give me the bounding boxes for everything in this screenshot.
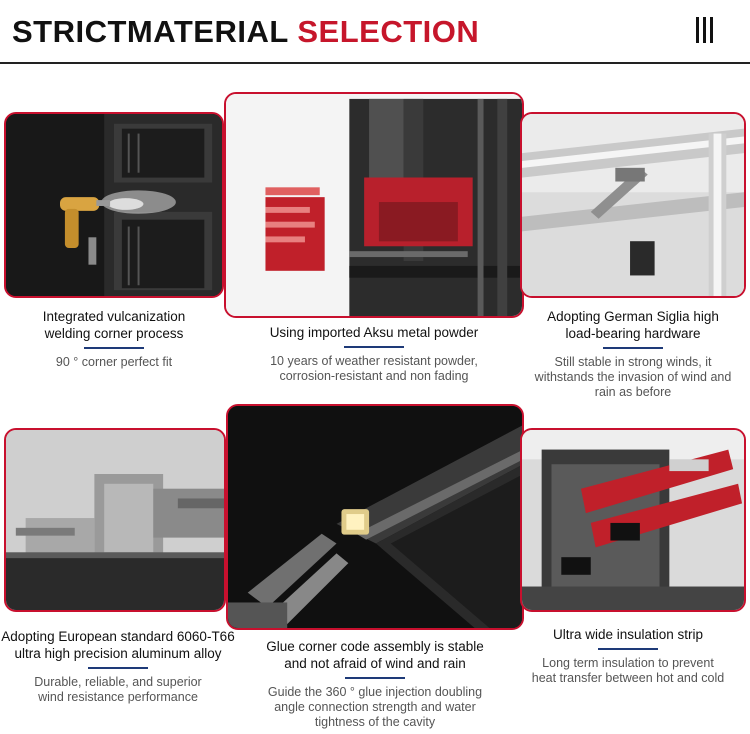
title-underline <box>88 667 148 669</box>
feature-metal-powder: Using imported Aksu metal powder 10 year… <box>224 324 524 384</box>
window-frame-photo <box>226 94 522 316</box>
feature-vulcanization: Integrated vulcanization welding corner … <box>4 308 224 370</box>
spray-gun-photo <box>6 114 222 296</box>
title-underline <box>345 677 405 679</box>
feature-image-metal-powder <box>224 92 524 318</box>
feature-image-insulation <box>520 428 746 612</box>
title-underline <box>603 347 663 349</box>
feature-desc: 90 ° corner perfect fit <box>55 355 173 369</box>
insulation-strip-photo <box>522 430 744 610</box>
header-divider <box>0 62 750 64</box>
feature-image-vulcanization <box>4 112 224 298</box>
feature-desc: Guide the 360 ° glue injection doubling … <box>267 685 483 729</box>
glue-injection-photo <box>228 406 522 628</box>
hinge-photo <box>522 114 744 296</box>
feature-title: Integrated vulcanization welding corner … <box>42 309 186 341</box>
feature-desc: Durable, reliable, and superior wind res… <box>34 675 202 704</box>
feature-title: Glue corner code assembly is stable and … <box>266 639 484 671</box>
aluminum-profile-photo <box>6 430 224 610</box>
feature-title: Using imported Aksu metal powder <box>269 325 479 340</box>
title-black: STRICTMATERIAL <box>12 14 289 49</box>
feature-title: Adopting European standard 6060-T66 ultr… <box>1 629 235 661</box>
feature-desc: 10 years of weather resistant powder, co… <box>270 354 478 383</box>
feature-desc: Still stable in strong winds, it withsta… <box>534 355 732 399</box>
feature-title: Adopting German Siglia high load-bearing… <box>547 309 719 341</box>
vertical-bars-icon <box>696 17 714 43</box>
feature-glue-corner: Glue corner code assembly is stable and … <box>224 638 526 730</box>
feature-image-aluminum <box>4 428 226 612</box>
feature-image-hardware <box>520 112 746 298</box>
title-underline <box>84 347 144 349</box>
feature-hardware: Adopting German Siglia high load-bearing… <box>520 308 746 400</box>
title-underline <box>344 346 404 348</box>
title-red: SELECTION <box>297 14 480 49</box>
page-title: STRICTMATERIAL SELECTION <box>12 14 479 50</box>
title-underline <box>598 648 658 650</box>
feature-title: Ultra wide insulation strip <box>552 627 704 642</box>
feature-image-glue-corner <box>226 404 524 630</box>
feature-aluminum: Adopting European standard 6060-T66 ultr… <box>0 628 236 705</box>
feature-desc: Long term insulation to prevent heat tra… <box>531 656 725 685</box>
header: STRICTMATERIAL SELECTION <box>0 0 750 64</box>
feature-insulation: Ultra wide insulation strip Long term in… <box>510 626 746 686</box>
